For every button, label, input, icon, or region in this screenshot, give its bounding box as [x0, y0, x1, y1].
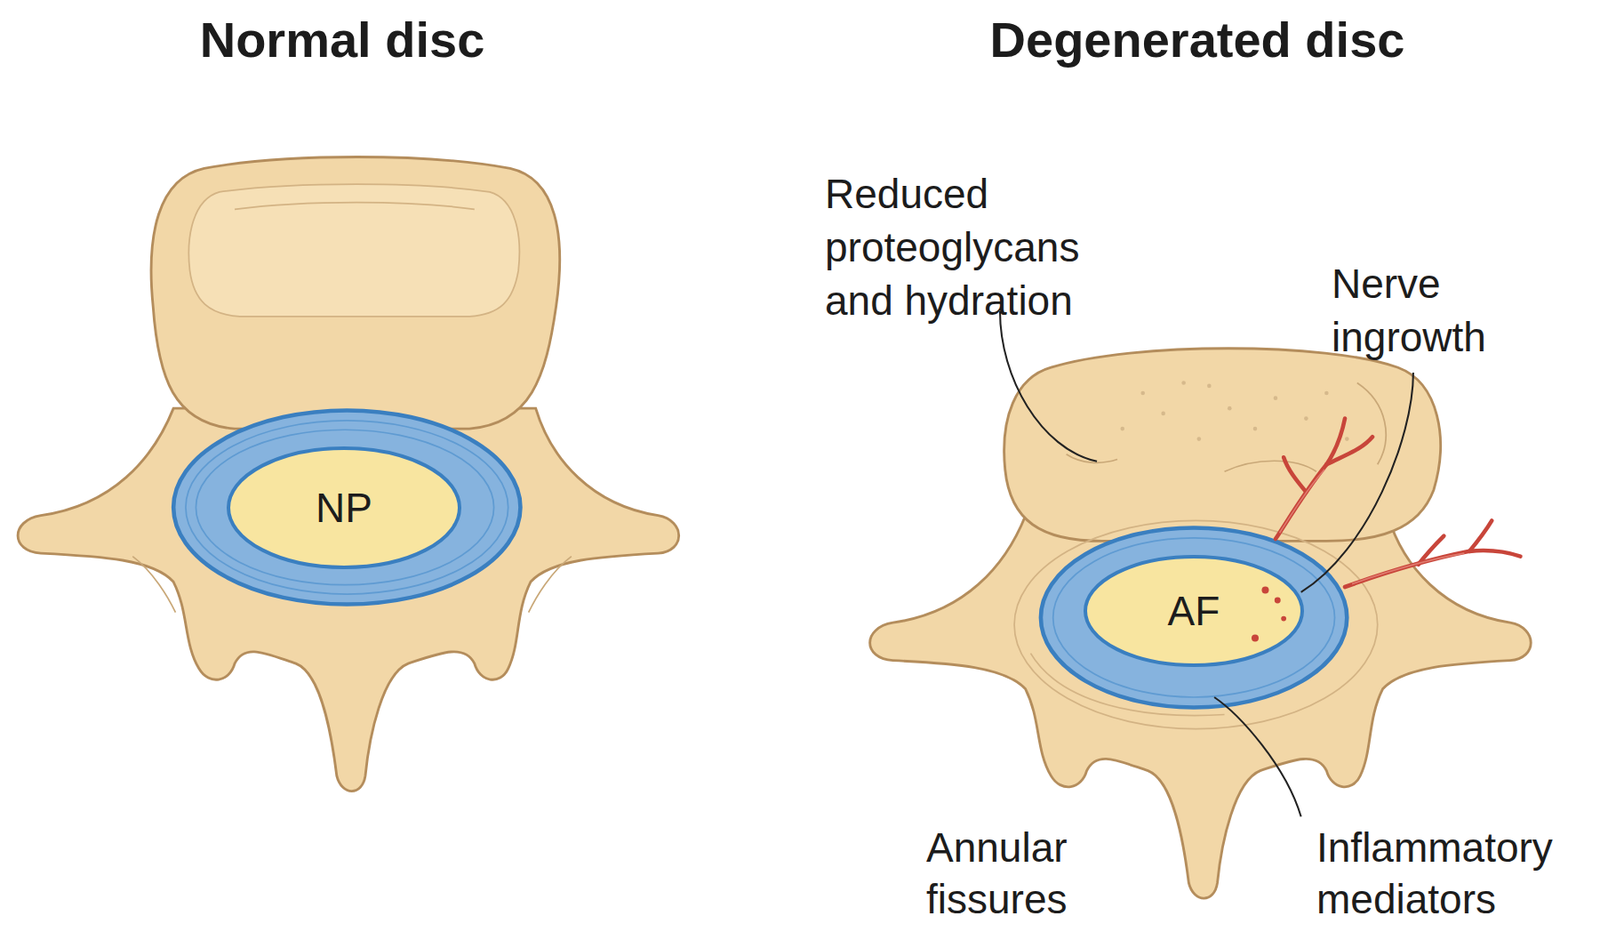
- annulus-lamella: [1053, 537, 1336, 697]
- annular-fissure: [1014, 520, 1378, 728]
- bone-contour: [132, 556, 176, 613]
- callout-label: Nerve ingrowth: [1331, 256, 1510, 364]
- nucleus-shape: [1085, 556, 1303, 665]
- bone-contour: [1224, 460, 1317, 472]
- annulus-ring: [1040, 527, 1347, 707]
- inflammatory-dots: [1251, 585, 1287, 641]
- endplate-outline: [188, 184, 520, 317]
- annulus-lamella: [195, 429, 494, 584]
- node-label: NP: [315, 483, 373, 532]
- vertebral-body: [1004, 348, 1441, 542]
- nucleus-ellipse: NP: [226, 446, 462, 569]
- panel-heading: Degenerated disc: [930, 8, 1464, 72]
- endplate-line: [234, 202, 475, 210]
- bone-contour: [528, 556, 572, 613]
- nucleus-ellipse: AF: [1083, 554, 1304, 667]
- nucleus-shape: [228, 448, 460, 568]
- callout-label: Annular fissures: [926, 821, 1104, 925]
- nerve-highlight: [1280, 469, 1465, 584]
- bone-contour: [1357, 382, 1386, 464]
- vertebral-arch: [17, 408, 680, 791]
- leader-line: [1000, 311, 1414, 816]
- node-label: AF: [1168, 586, 1221, 635]
- callout-label: Inflammatory mediators: [1316, 821, 1584, 925]
- bone-speckles: [1120, 380, 1349, 441]
- callout-label: Reduced proteoglycans and hydration: [824, 167, 1128, 328]
- annulus-lamella: [185, 420, 509, 594]
- nerve-fiber: [1275, 418, 1521, 587]
- bone-contour: [1066, 454, 1118, 464]
- panel-heading: Normal disc: [75, 8, 609, 72]
- annulus-ring: [173, 409, 520, 604]
- vertebral-body: [151, 156, 560, 429]
